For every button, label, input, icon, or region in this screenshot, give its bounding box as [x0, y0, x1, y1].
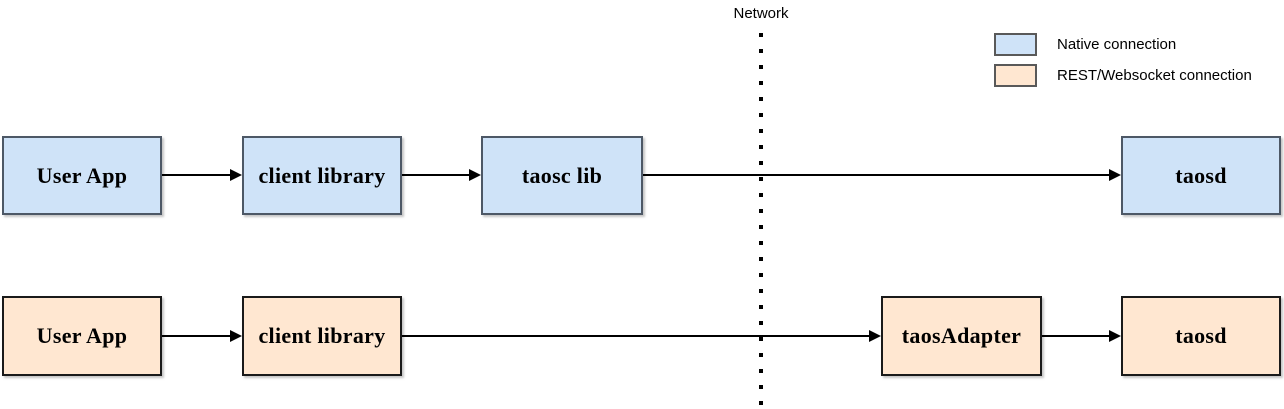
arrow-taosadapter-to-taosd	[1042, 330, 1121, 342]
rest-connection-swatch	[994, 64, 1037, 87]
legend-label-native: Native connection	[1057, 36, 1177, 53]
node-taosc-lib: taosc lib	[481, 136, 643, 215]
arrow-taosclib-to-taosd	[643, 169, 1121, 181]
node-client-library-rest: client library	[242, 296, 402, 376]
network-divider-line	[759, 33, 763, 409]
arrow-userapp-to-clientlib-rest	[162, 330, 242, 342]
node-taosd-rest: taosd	[1121, 296, 1281, 376]
arrow-userapp-to-clientlib-native	[162, 169, 242, 181]
legend-item-native: Native connection	[994, 33, 1252, 56]
arrow-clientlib-to-taosadapter	[402, 330, 881, 342]
node-user-app-native: User App	[2, 136, 162, 215]
arrow-clientlib-to-taosclib	[402, 169, 481, 181]
node-taosadapter: taosAdapter	[881, 296, 1042, 376]
legend-item-rest: REST/Websocket connection	[994, 64, 1252, 87]
legend-label-rest: REST/Websocket connection	[1057, 67, 1252, 84]
node-user-app-rest: User App	[2, 296, 162, 376]
legend: Native connection REST/Websocket connect…	[994, 33, 1252, 95]
native-connection-swatch	[994, 33, 1037, 56]
node-taosd-native: taosd	[1121, 136, 1281, 215]
network-label: Network	[733, 5, 789, 22]
node-client-library-native: client library	[242, 136, 402, 215]
